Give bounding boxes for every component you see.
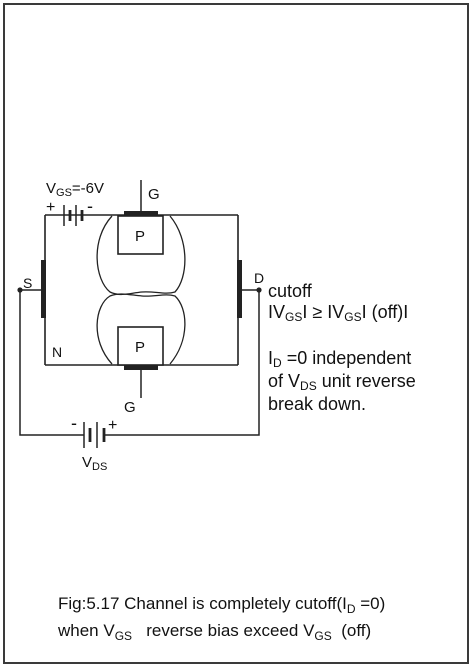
caption-line-1: Fig:5.17 Channel is completely cutoff(ID… (58, 594, 386, 616)
vgs-battery (63, 205, 84, 226)
vgs-plus: + (46, 199, 55, 216)
gate-label-top: G (148, 186, 160, 203)
caption-line-2: when VGS reverse bias exceed VGS (off) (58, 621, 372, 643)
vds-loop-wire (19, 290, 260, 436)
annotation-line-5: break down. (268, 394, 366, 414)
source-contact (41, 260, 46, 318)
annotation-line-4: of VDS unit reverse (268, 371, 416, 393)
gate-label-bottom: G (124, 399, 136, 416)
vds-battery (83, 422, 106, 448)
n-label: N (52, 344, 62, 360)
p-label-top: P (135, 228, 145, 245)
annotation-line-2: IVGSI ≥ IVGSI (off)I (268, 302, 408, 324)
annotation-line-3: ID =0 independent (268, 348, 411, 370)
depletion-region (96, 215, 186, 365)
figure-caption: Fig:5.17 Channel is completely cutoff(ID… (58, 593, 458, 647)
vds-minus: - (71, 413, 77, 433)
p-region-top (117, 215, 164, 255)
figure-frame (3, 3, 469, 664)
cutoff-annotation: cutoff IVGSI ≥ IVGSI (off)I ID =0 indepe… (268, 281, 416, 414)
drain-contact (237, 260, 242, 318)
p-region-bottom (117, 326, 164, 366)
drain-label: D (254, 270, 264, 286)
gate-contact-top (124, 211, 158, 216)
vgs-label: VGS=-6V (46, 180, 104, 199)
annotation-line-1: cutoff (268, 281, 313, 301)
p-label-bottom: P (135, 339, 145, 356)
vgs-minus: - (87, 196, 93, 216)
gate-contact-bottom (124, 365, 158, 370)
vds-label: VDS (82, 454, 107, 473)
vds-plus: + (108, 417, 117, 434)
source-label: S (23, 275, 32, 291)
